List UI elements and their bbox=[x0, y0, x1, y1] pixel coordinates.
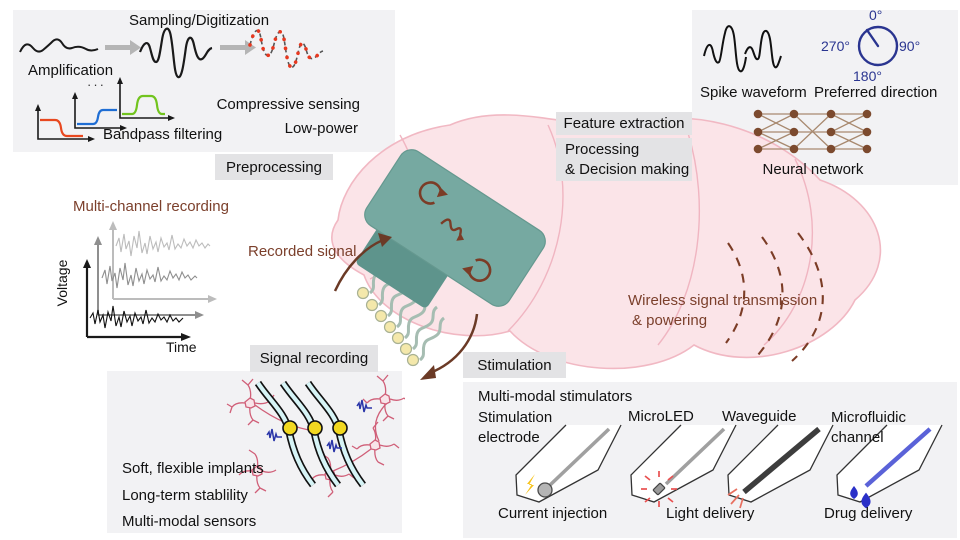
device-connector bbox=[356, 228, 449, 308]
tag-preprocessing: Preprocessing bbox=[215, 154, 333, 180]
sampling-title: Sampling/Digitization bbox=[129, 12, 270, 29]
spike-waveform-graphic bbox=[703, 25, 782, 73]
signal-squiggle-icon bbox=[440, 218, 465, 241]
signal-recording-panel bbox=[107, 371, 402, 533]
wireless-label-line1: Wireless signal transmission bbox=[628, 292, 818, 309]
implant-device bbox=[356, 149, 546, 308]
multichannel-chart bbox=[83, 221, 217, 341]
preprocessing-graphics bbox=[19, 27, 325, 142]
bandpass-axes bbox=[37, 83, 169, 140]
raw-signal-wave bbox=[19, 38, 99, 53]
nn-edges bbox=[757, 113, 868, 150]
compass-needle bbox=[865, 28, 880, 48]
stimulators-header: Multi-modal stimulators bbox=[478, 388, 633, 405]
microled-chip bbox=[652, 482, 666, 496]
tissue-blob bbox=[331, 114, 882, 370]
electrode-tips bbox=[356, 286, 420, 367]
compass-0-label: 0° bbox=[869, 7, 883, 23]
stimulator-probes-graphic bbox=[515, 424, 943, 509]
bandpass-axis-arrowheads bbox=[35, 77, 175, 142]
tag-preprocessing-label: Preprocessing bbox=[226, 158, 322, 176]
trace-mid bbox=[101, 262, 198, 289]
led-rays bbox=[641, 471, 677, 507]
ellipsis-dots: ··· bbox=[87, 77, 106, 92]
bandpass-label: Bandpass filtering bbox=[103, 126, 223, 143]
neural-network-label: Neural network bbox=[762, 161, 864, 178]
preferred-direction-label: Preferred direction bbox=[814, 84, 938, 101]
caption-light-delivery: Light delivery bbox=[666, 505, 755, 522]
arrow-right-icon-2 bbox=[220, 40, 256, 55]
multichannel-title: Multi-channel recording bbox=[73, 198, 229, 215]
caption-drug-delivery: Drug delivery bbox=[824, 505, 913, 522]
wireless-label-line2: & powering bbox=[632, 312, 708, 329]
trace-black bbox=[89, 305, 184, 329]
tag-signal-recording-label: Signal recording bbox=[259, 350, 369, 367]
neurons-probes-graphic bbox=[226, 374, 405, 498]
tag-processing-label: Processing & Decision making bbox=[565, 140, 690, 178]
compass-90-label: 90° bbox=[899, 38, 921, 54]
current-bolt-icon bbox=[525, 474, 535, 495]
compass-180-label: 180° bbox=[853, 68, 882, 84]
tag-processing: Processing & Decision making bbox=[556, 138, 692, 181]
rotation-symbol-1 bbox=[418, 181, 448, 205]
bandpass-curve bbox=[122, 94, 165, 116]
trace-light bbox=[115, 230, 211, 257]
wireless-waves bbox=[725, 232, 824, 362]
chart-axis-black-arrows bbox=[83, 259, 191, 341]
chart-axis-black bbox=[85, 266, 183, 339]
spike-waveform-label: Spike waveform bbox=[700, 84, 807, 101]
amplification-label: Amplification bbox=[28, 62, 114, 79]
microled-label: MicroLED bbox=[628, 408, 694, 425]
rotation-symbol-2 bbox=[462, 258, 492, 282]
drug-droplets bbox=[850, 486, 871, 509]
sampled-signal bbox=[248, 28, 325, 69]
feature-long-term: Long-term stablility bbox=[122, 487, 248, 504]
feature-multimodal-sensors: Multi-modal sensors bbox=[122, 513, 257, 530]
spike-glyphs bbox=[266, 399, 372, 453]
neuron-somas bbox=[244, 393, 391, 481]
recorded-signal-label: Recorded signal bbox=[248, 243, 357, 260]
probe-waveguide bbox=[727, 424, 834, 509]
caption-current-injection: Current injection bbox=[498, 505, 608, 522]
tag-stimulation-label: Stimulation bbox=[477, 356, 552, 374]
probe-stimulation-electrode bbox=[515, 424, 622, 503]
tag-feature-extraction-label: Feature extraction bbox=[563, 115, 685, 132]
chart-axis-light-arrows bbox=[109, 221, 217, 303]
amplified-spike bbox=[138, 27, 213, 79]
voltage-axis-label: Voltage bbox=[54, 259, 70, 307]
chart-axis-mid-arrows bbox=[94, 236, 204, 319]
compressive-sensing-label: Compressive sensing bbox=[216, 96, 360, 113]
tag-feature-extraction: Feature extraction bbox=[556, 112, 692, 135]
probe-microfluidic bbox=[836, 424, 943, 509]
probe-microled bbox=[630, 424, 737, 507]
neural-network-graphic bbox=[753, 109, 872, 154]
stimulation-arrow bbox=[420, 313, 479, 380]
light-rays bbox=[727, 488, 744, 509]
arrow-right-icon bbox=[105, 40, 141, 55]
chart-axis-light bbox=[112, 228, 210, 300]
device-body bbox=[364, 149, 546, 307]
waveguide-label: Waveguide bbox=[722, 408, 797, 425]
feature-soft-flexible: Soft, flexible implants bbox=[122, 460, 264, 477]
time-axis-label: Time bbox=[166, 339, 197, 355]
recorded-signal-arrow bbox=[333, 233, 392, 292]
lowpass-curve bbox=[40, 118, 83, 138]
tag-signal-recording: Signal recording bbox=[250, 345, 378, 372]
tag-stimulation: Stimulation bbox=[463, 352, 566, 378]
shank-electrodes bbox=[282, 420, 348, 436]
nn-nodes bbox=[753, 109, 872, 154]
highpass-curve bbox=[77, 108, 117, 126]
low-power-label: Low-power bbox=[284, 120, 358, 137]
implant-tissue-illustration bbox=[331, 114, 882, 380]
preferred-direction-compass bbox=[857, 25, 899, 67]
compass-270-label: 270° bbox=[821, 38, 850, 54]
